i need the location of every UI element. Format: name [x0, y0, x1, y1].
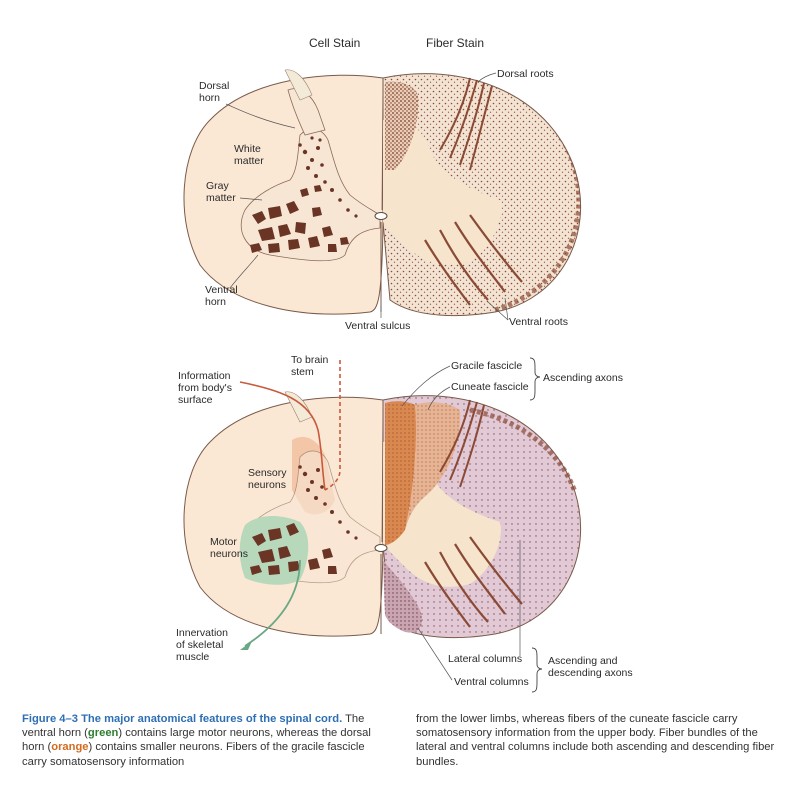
fiber-stain-header: Fiber Stain: [426, 36, 484, 50]
caption-orange-word: orange: [51, 741, 89, 754]
gracile-fascicle: [385, 401, 416, 545]
caption-green-word: green: [87, 727, 119, 740]
caption-text-3: ) contains smaller neurons. Fibers of th…: [22, 741, 365, 768]
figure-title: The major anatomical features of the spi…: [81, 713, 343, 725]
innervation-label-2: of skeletal: [176, 639, 223, 651]
information-label-2: from body's: [178, 382, 232, 394]
motor-neurons-label-1: Motor: [210, 536, 237, 548]
information-label-1: Information: [178, 370, 231, 382]
ventral-roots-label: Ventral roots: [509, 316, 568, 328]
ascending-descending-bracket: [531, 647, 543, 693]
ventral-columns-label: Ventral columns: [454, 676, 529, 688]
white-matter-label-2: matter: [234, 155, 264, 167]
sensory-pathway-arrow: [239, 381, 326, 491]
ventral-sulcus-label: Ventral sulcus: [345, 320, 410, 332]
ascending-descending-label-1: Ascending and: [548, 655, 618, 667]
gray-matter-label-2: matter: [206, 192, 236, 204]
brainstem-pathway-dashed: [324, 360, 341, 491]
cuneate-fascicle: [405, 402, 461, 530]
gracile-fascicle-label: Gracile fascicle: [451, 360, 522, 372]
motor-neurons-label-2: neurons: [210, 548, 248, 560]
figure-caption-right: from the lower limbs, whereas fibers of …: [416, 713, 775, 768]
white-matter-label-1: White: [234, 143, 261, 155]
ventral-horn-label-1: Ventral: [205, 284, 238, 296]
dorsal-horn-label-1: Dorsal: [199, 80, 229, 92]
ventral-horn-label-2: horn: [205, 296, 226, 308]
figure-number: Figure 4–3: [22, 713, 78, 725]
top-labels: Dorsal horn White matter Gray matter Ven…: [199, 68, 568, 332]
cell-gray-matter: [240, 128, 381, 262]
neuron-cells: [250, 185, 349, 253]
dorsal-horn-label-2: horn: [199, 92, 220, 104]
gray-matter-label-1: Gray: [206, 180, 230, 192]
ascending-axons-label: Ascending axons: [543, 372, 623, 384]
caption-text-2: ) contains large motor neurons, whereas …: [22, 727, 371, 754]
motor-pathway-arrow: [244, 559, 301, 647]
innervation-label-1: Innervation: [176, 627, 228, 639]
bottom-cross-section: [183, 360, 582, 650]
caption-text-1: The ventral horn (: [22, 713, 365, 740]
spinal-cord-figure: Cell Stain Fiber Stain Dorsal horn White…: [176, 36, 633, 693]
information-label-3: surface: [178, 394, 213, 406]
sensory-neurons-label-2: neurons: [248, 479, 286, 491]
to-brain-stem-label-1: To brain: [291, 354, 329, 366]
cuneate-fascicle-label: Cuneate fascicle: [451, 381, 529, 393]
figure-caption-left: Figure 4–3 The major anatomical features…: [22, 712, 374, 769]
bottom-labels: Information from body's surface To brain…: [176, 354, 633, 693]
cell-stain-header: Cell Stain: [309, 36, 360, 50]
dorsal-roots-label: Dorsal roots: [497, 68, 554, 80]
central-canal: [374, 212, 388, 220]
to-brain-stem-label-2: stem: [291, 366, 314, 378]
ascending-descending-label-2: descending axons: [548, 667, 633, 679]
sensory-neurons-label-1: Sensory: [248, 467, 287, 479]
fiber-gray-matter: [383, 118, 501, 265]
top-cross-section: [183, 69, 582, 317]
innervation-label-3: muscle: [176, 651, 209, 663]
ascending-axons-bracket: [529, 357, 541, 401]
lateral-columns-label: Lateral columns: [448, 653, 522, 665]
